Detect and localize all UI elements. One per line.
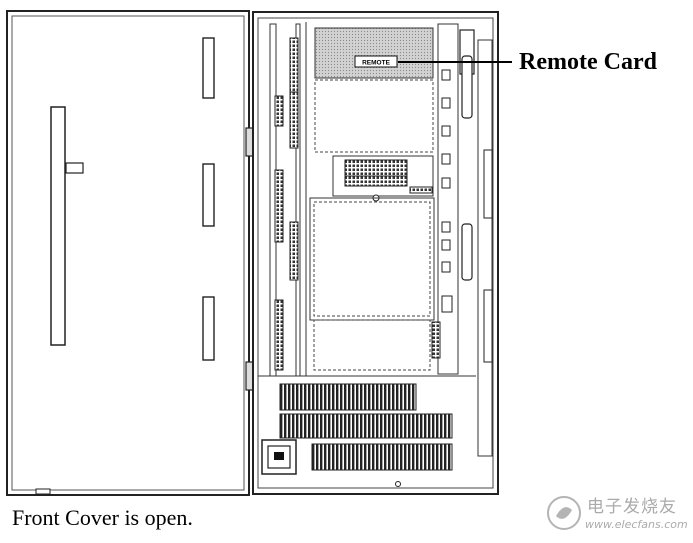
main-cabinet <box>252 11 499 495</box>
watermark-url: www.elecfans.com <box>585 518 688 531</box>
cover-handle <box>50 106 66 346</box>
vent-3 <box>311 443 453 471</box>
figure-caption: Front Cover is open. <box>12 505 193 530</box>
front-cover <box>6 10 250 496</box>
remote-card-callout: Remote Card <box>519 49 657 75</box>
watermark-text: 电子发烧友 <box>587 497 677 517</box>
remote-card <box>314 27 434 79</box>
right-connectors <box>431 23 459 375</box>
remote-card-label-box <box>354 55 398 68</box>
watermark-logo-icon <box>547 496 581 530</box>
cover-slot-2 <box>202 163 215 227</box>
vent-2 <box>279 413 453 439</box>
vent-1 <box>279 383 417 411</box>
cover-slot-3 <box>202 296 215 361</box>
cover-slot-1 <box>202 37 215 99</box>
remote-card-label: REMOTE <box>362 60 390 67</box>
cover-latch <box>65 162 84 174</box>
watermark: 电子发烧友 www.elecfans.com <box>545 490 691 538</box>
